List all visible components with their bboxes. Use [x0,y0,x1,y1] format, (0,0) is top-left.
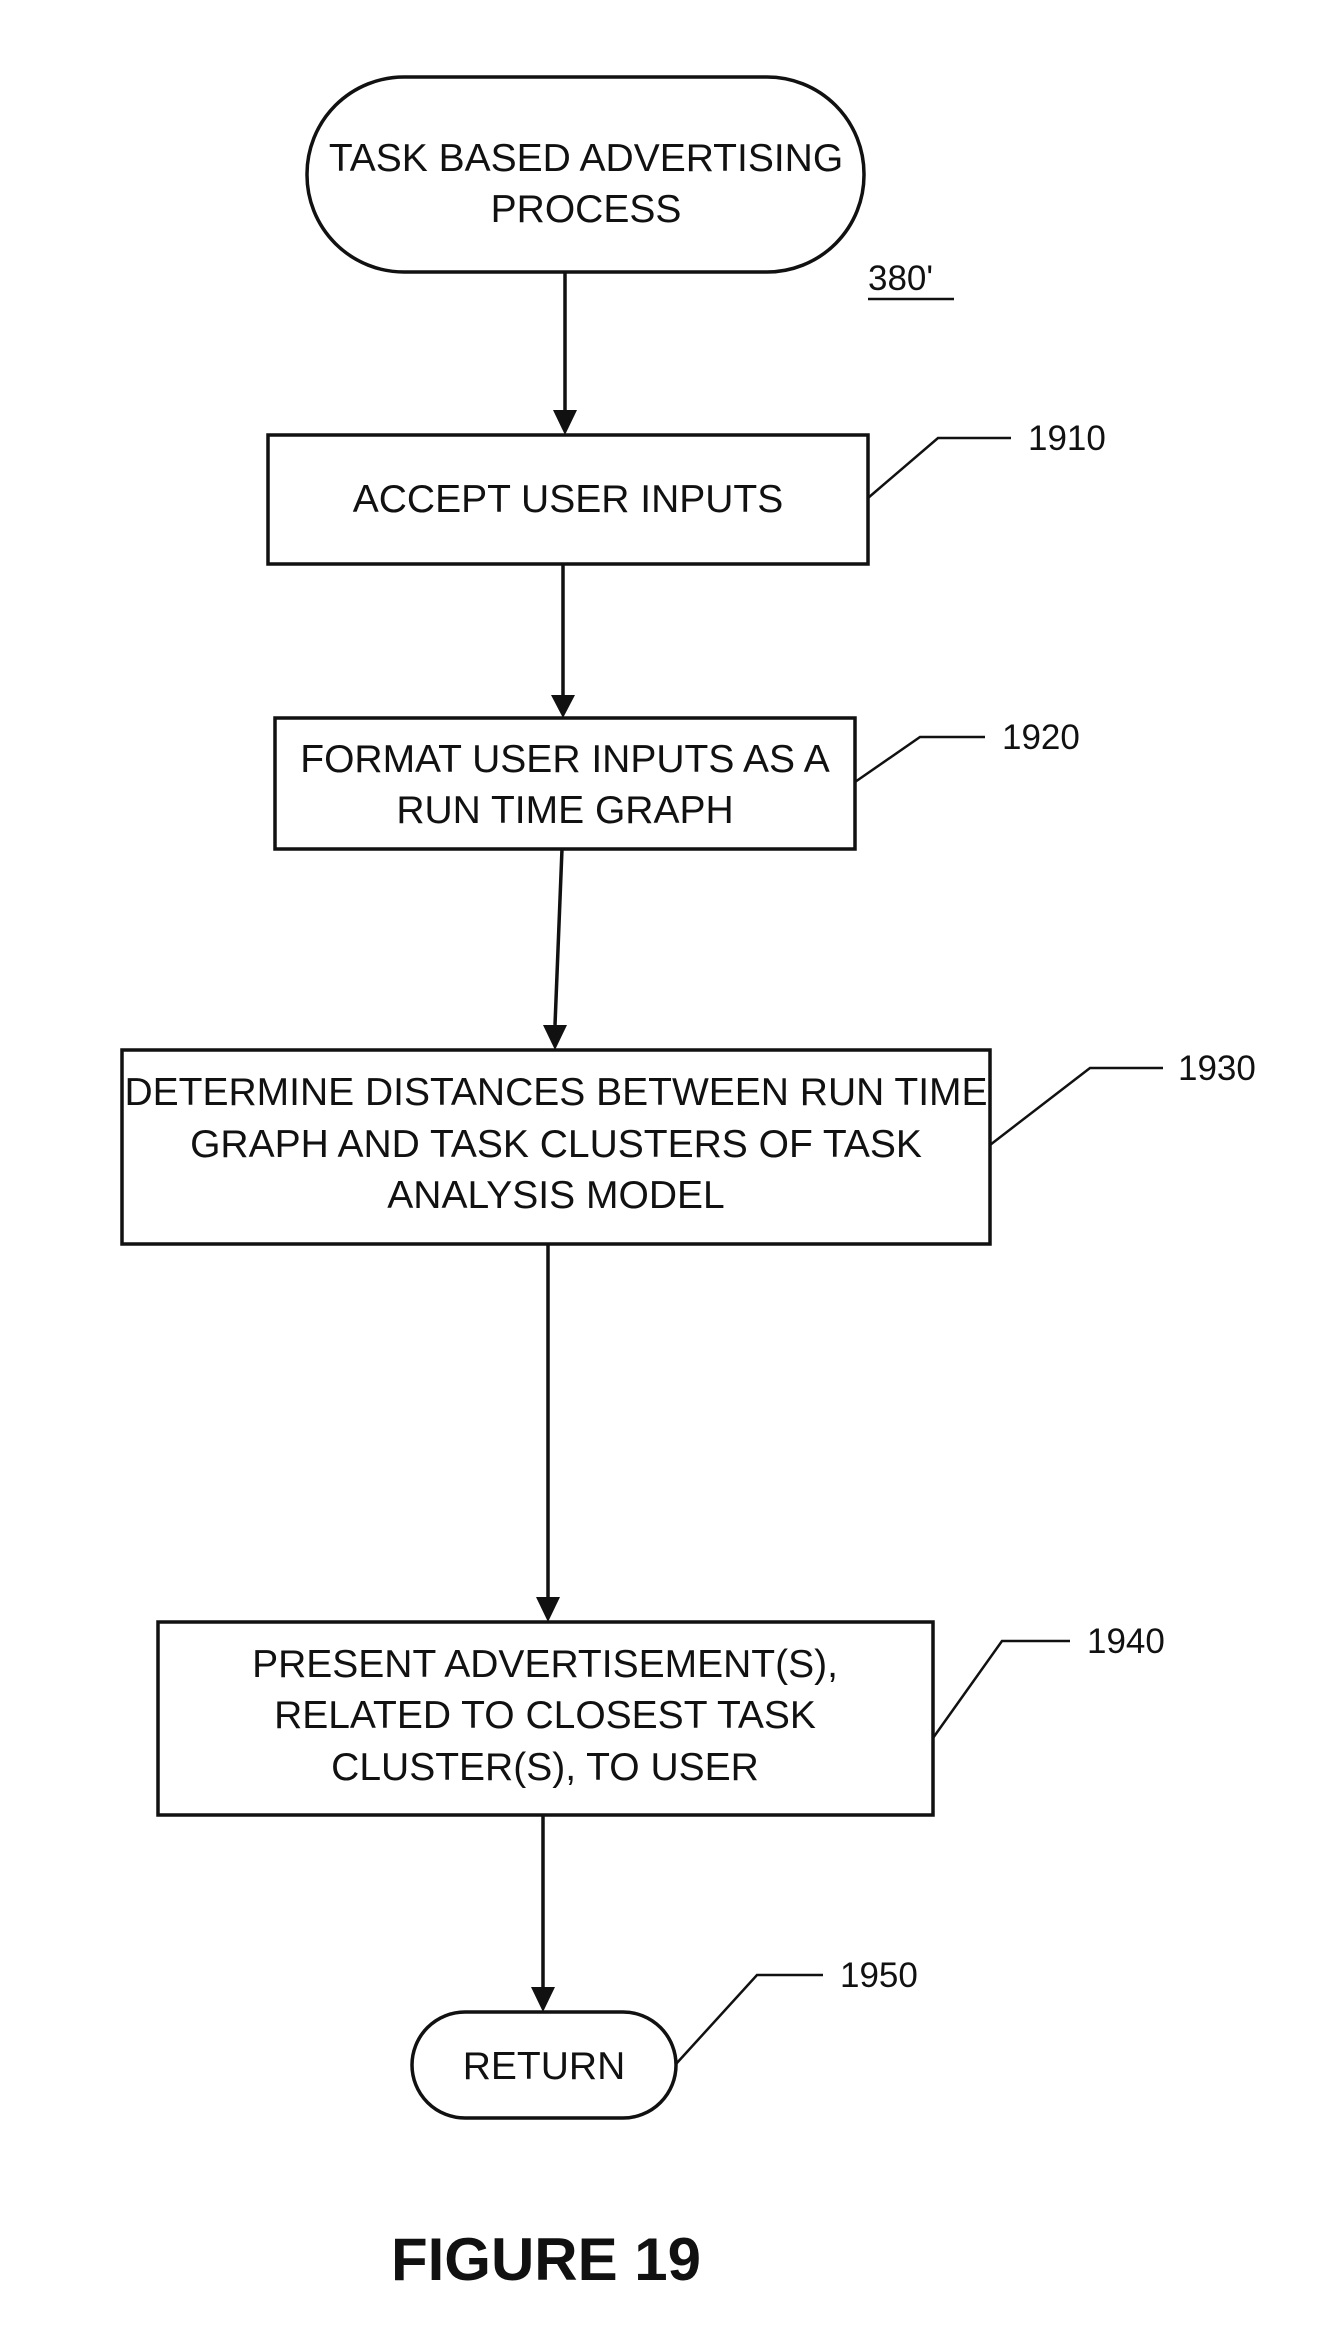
leader-1930: 1930 [990,1049,1256,1145]
connector-1920-to-1930 [543,849,567,1050]
leader-1910: 1910 [868,419,1106,498]
step-1930-ref: 1930 [1178,1049,1256,1088]
start-terminal-line-1: TASK BASED ADVERTISING [329,137,843,180]
return-terminal-ref: 1950 [840,1956,918,1995]
step-1940-line-1: PRESENT ADVERTISEMENT(S), [252,1643,838,1686]
step-1940-line-2: RELATED TO CLOSEST TASK [274,1694,816,1737]
step-1910: ACCEPT USER INPUTS [268,435,868,564]
step-1920: FORMAT USER INPUTS AS A RUN TIME GRAPH [275,718,855,849]
step-1910-ref: 1910 [1028,419,1106,458]
step-1920-line-1: FORMAT USER INPUTS AS A [300,738,830,781]
step-1940-ref: 1940 [1087,1622,1165,1661]
figure-reference: 380' [868,259,933,298]
connector-1910-to-1920 [551,564,575,718]
step-1930-line-1: DETERMINE DISTANCES BETWEEN RUN TIME [124,1071,987,1114]
step-1930: DETERMINE DISTANCES BETWEEN RUN TIME GRA… [122,1050,990,1244]
leader-1920: 1920 [855,718,1080,782]
start-terminal-line-2: PROCESS [491,188,682,231]
step-1940: PRESENT ADVERTISEMENT(S), RELATED TO CLO… [158,1622,933,1815]
start-terminal: TASK BASED ADVERTISING PROCESS [307,77,864,272]
step-1930-line-2: GRAPH AND TASK CLUSTERS OF TASK [190,1123,922,1166]
step-1920-line-2: RUN TIME GRAPH [396,789,733,832]
connector-start-to-1910 [553,272,577,435]
step-1920-ref: 1920 [1002,718,1080,757]
return-terminal: RETURN [412,2012,676,2118]
leader-1940: 1940 [933,1622,1165,1738]
step-1910-line-1: ACCEPT USER INPUTS [353,478,784,521]
step-1940-line-3: CLUSTER(S), TO USER [331,1746,759,1789]
leader-1950: 1950 [676,1956,918,2064]
figure-caption: FIGURE 19 [391,2226,701,2293]
step-1930-line-3: ANALYSIS MODEL [387,1174,724,1217]
connector-1930-to-1940 [536,1244,560,1622]
return-terminal-label: RETURN [463,2045,626,2088]
connector-1940-to-1950 [531,1815,555,2012]
